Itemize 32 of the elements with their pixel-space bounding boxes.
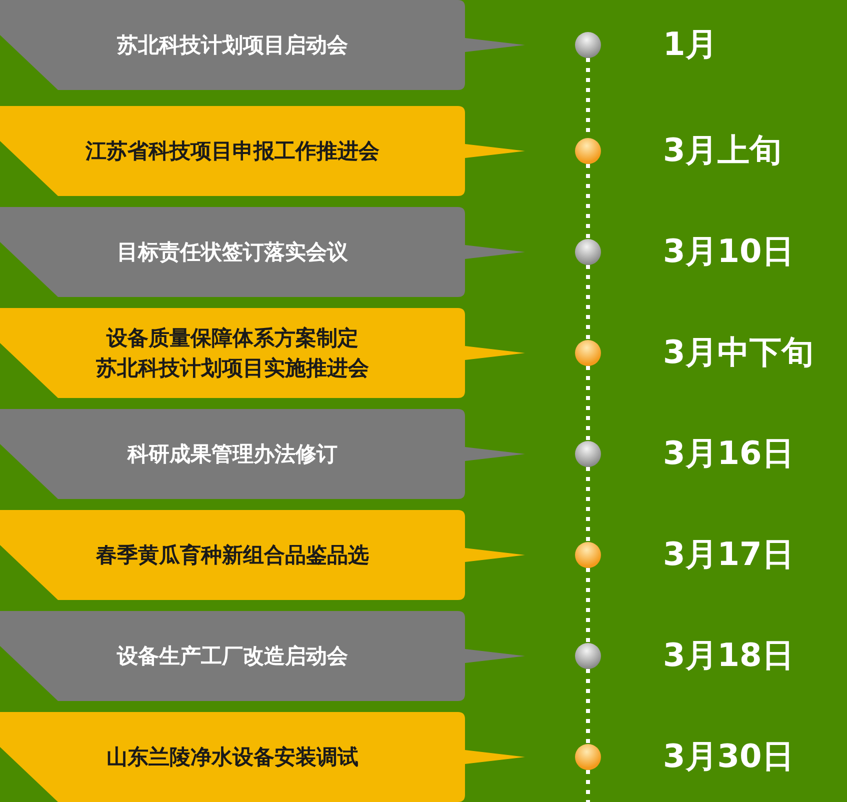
date-label: 3月中下旬 bbox=[663, 336, 814, 368]
dotted-timeline-line bbox=[586, 669, 590, 744]
event-text: 春季黄瓜育种新组合品鉴品选 bbox=[96, 542, 369, 569]
dotted-timeline-line bbox=[586, 568, 590, 643]
date-label: 3月30日 bbox=[663, 740, 794, 772]
callout-banner bbox=[0, 611, 525, 701]
event-text: 科研成果管理办法修订 bbox=[128, 441, 338, 468]
dotted-timeline-line bbox=[586, 467, 590, 542]
callout-banner bbox=[0, 409, 525, 499]
event-text: 山东兰陵净水设备安装调试 bbox=[106, 744, 358, 771]
event-text: 苏北科技计划项目启动会 bbox=[117, 32, 348, 59]
event-text: 目标责任状签订落实会议 bbox=[117, 239, 348, 266]
date-label: 3月上旬 bbox=[663, 134, 782, 166]
callout-banner bbox=[0, 207, 525, 297]
date-label: 3月16日 bbox=[663, 437, 794, 469]
event-text: 江苏省科技项目申报工作推进会 bbox=[86, 138, 380, 165]
date-label: 3月18日 bbox=[663, 639, 794, 671]
dotted-timeline-line bbox=[586, 164, 590, 239]
dotted-timeline-line bbox=[586, 265, 590, 340]
callout-banner bbox=[0, 0, 525, 90]
callout-banner bbox=[0, 106, 525, 196]
dotted-timeline-line bbox=[586, 770, 590, 802]
event-text: 苏北科技计划项目实施推进会 bbox=[96, 355, 369, 382]
date-label: 3月17日 bbox=[663, 538, 794, 570]
dotted-timeline-line bbox=[586, 366, 590, 441]
callout-banner bbox=[0, 712, 525, 802]
event-text: 设备质量保障体系方案制定 bbox=[106, 325, 358, 352]
callout-banner bbox=[0, 510, 525, 600]
event-text: 设备生产工厂改造启动会 bbox=[117, 643, 348, 670]
date-label: 1月 bbox=[663, 28, 718, 60]
callout-banner bbox=[0, 308, 525, 398]
date-label: 3月10日 bbox=[663, 235, 794, 267]
